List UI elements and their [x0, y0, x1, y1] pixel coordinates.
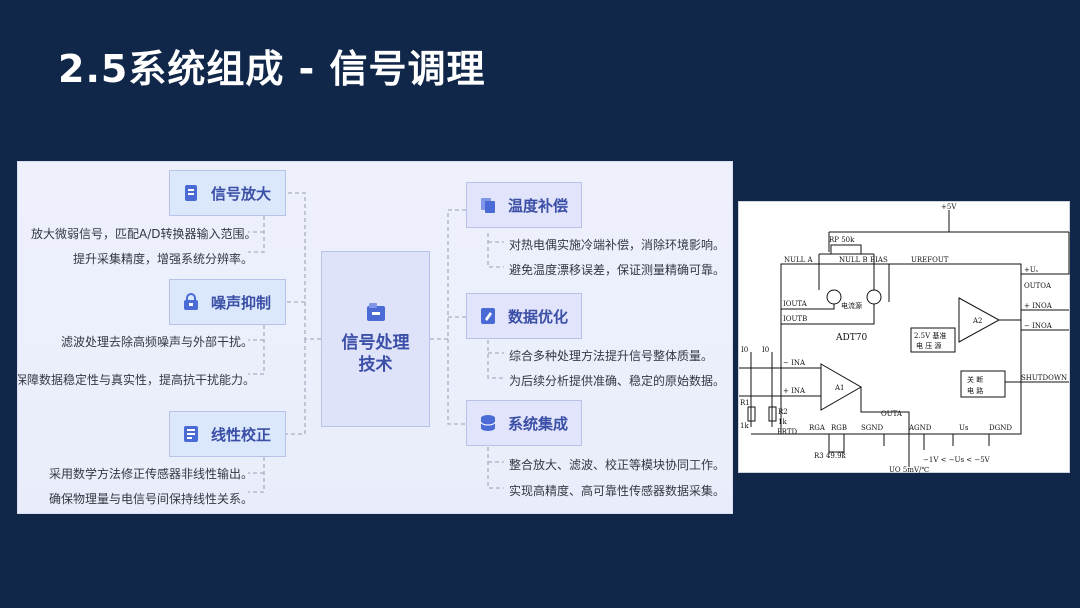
- circuit-label: +Uₛ: [1024, 266, 1039, 274]
- edit-doc-icon: [481, 308, 495, 324]
- center-label: 信号处理技术: [341, 333, 410, 375]
- circuit-label: 电 路: [967, 386, 983, 395]
- leaf-text: 放大微弱信号，匹配A/D转换器输入范围。: [31, 227, 257, 241]
- leaf-text: 提升采集精度，增强系统分辨率。: [73, 252, 254, 266]
- leaf-text: 避免温度漂移误差，保证测量精确可靠。: [509, 263, 726, 277]
- circuit-label: SGND: [861, 424, 884, 432]
- mindmap-panel: 信号放大 噪声抑制 线性校正 信号处理技术 温度补偿 数据优化 系统集成 放大微…: [17, 161, 733, 514]
- node-label: 噪声抑制: [211, 293, 272, 312]
- node-temp-compensate: 温度补偿: [466, 182, 582, 228]
- circuit-schematic: +5V RP 50k NULL A NULL B BIAS UREFOUT +U…: [739, 203, 1070, 474]
- center-node: 信号处理技术: [321, 251, 430, 427]
- circuit-label: +5V: [941, 203, 957, 211]
- leaf-text: 对热电偶实施冷端补偿，消除环境影响。: [509, 238, 726, 252]
- circuit-diagram: +5V RP 50k NULL A NULL B BIAS UREFOUT +U…: [738, 201, 1070, 474]
- database-icon: [480, 415, 496, 431]
- leaf-text: 采用数学方法修正传感器非线性输出。: [49, 467, 254, 481]
- node-label: 系统集成: [508, 414, 569, 433]
- circuit-label: NULL B: [839, 256, 868, 264]
- circuit-label: IOUTA: [783, 300, 808, 308]
- leaf-text: 为后续分析提供准确、稳定的原始数据。: [509, 374, 726, 388]
- leaf-text: 综合多种处理方法提升信号整体质量。: [509, 349, 714, 363]
- node-label: 数据优化: [508, 307, 569, 326]
- circuit-label: DGND: [989, 424, 1012, 432]
- circuit-label: RGB: [831, 424, 847, 432]
- circuit-label: RGA: [809, 424, 826, 432]
- circuit-label: IOUTB: [783, 315, 807, 323]
- circuit-label: R1: [740, 399, 750, 407]
- circuit-label: ADT70: [835, 333, 867, 343]
- checklist-icon: [184, 426, 198, 442]
- circuit-label: NULL A: [784, 256, 814, 264]
- layers-icon: [481, 198, 495, 213]
- leaf-text: 实现高精度、高可靠性传感器数据采集。: [509, 484, 726, 498]
- node-label: 信号放大: [211, 184, 272, 203]
- circuit-label: UREFOUT: [911, 256, 949, 264]
- circuit-label: Us: [959, 424, 969, 432]
- slide-title: 2.5系统组成 - 信号调理: [58, 47, 486, 91]
- circuit-label: PRTD: [777, 428, 798, 436]
- leaf-text: 保障数据稳定性与真实性，提高抗干扰能力。: [17, 373, 256, 387]
- circuit-label: − INOA: [1024, 322, 1053, 330]
- circuit-label: −1V < −Us < −5V: [923, 456, 991, 464]
- circuit-label: 1k: [778, 418, 787, 426]
- circuit-label: 电流源: [841, 301, 862, 310]
- circuit-label: A1: [834, 384, 845, 392]
- node-data-optimize: 数据优化: [466, 293, 582, 339]
- circuit-label: BIAS: [870, 256, 888, 264]
- circuit-label: RP 50k: [829, 236, 855, 244]
- node-linear-correct: 线性校正: [169, 411, 286, 457]
- circuit-label: 2.5V 基准: [914, 331, 946, 340]
- folder-icon: [366, 303, 385, 321]
- node-signal-amplify: 信号放大: [169, 170, 286, 216]
- leaf-text: 确保物理量与电信号间保持线性关系。: [49, 492, 254, 506]
- leaf-text: 整合放大、滤波、校正等模块协同工作。: [509, 458, 726, 472]
- node-label: 温度补偿: [508, 196, 569, 215]
- document-icon: [185, 185, 197, 201]
- leaf-text: 滤波处理去除高频噪声与外部干扰。: [61, 335, 254, 349]
- circuit-label: UO 5mV/℃: [889, 466, 929, 474]
- circuit-label: I0: [762, 346, 769, 354]
- lock-icon: [184, 293, 198, 310]
- node-noise-suppress: 噪声抑制: [169, 279, 286, 325]
- circuit-label: OUTOA: [1024, 282, 1052, 290]
- circuit-label: A2: [972, 317, 983, 325]
- node-system-integrate: 系统集成: [466, 400, 582, 446]
- circuit-label: R3 49.9k: [814, 452, 847, 460]
- circuit-label: SHUTDOWN: [1021, 374, 1067, 382]
- circuit-label: I0: [741, 346, 748, 354]
- circuit-label: + INOA: [1024, 302, 1053, 310]
- circuit-label: R2: [778, 408, 788, 416]
- circuit-label: 关 断: [967, 375, 983, 384]
- circuit-label: − INA: [783, 359, 806, 367]
- circuit-label: + INA: [783, 387, 806, 395]
- connector-lines: [248, 192, 504, 493]
- circuit-label: 1k: [740, 422, 749, 430]
- node-label: 线性校正: [211, 425, 272, 444]
- circuit-label: 电 压 源: [916, 341, 941, 350]
- circuit-label: OUTA: [881, 410, 903, 418]
- circuit-label: AGND: [908, 424, 932, 432]
